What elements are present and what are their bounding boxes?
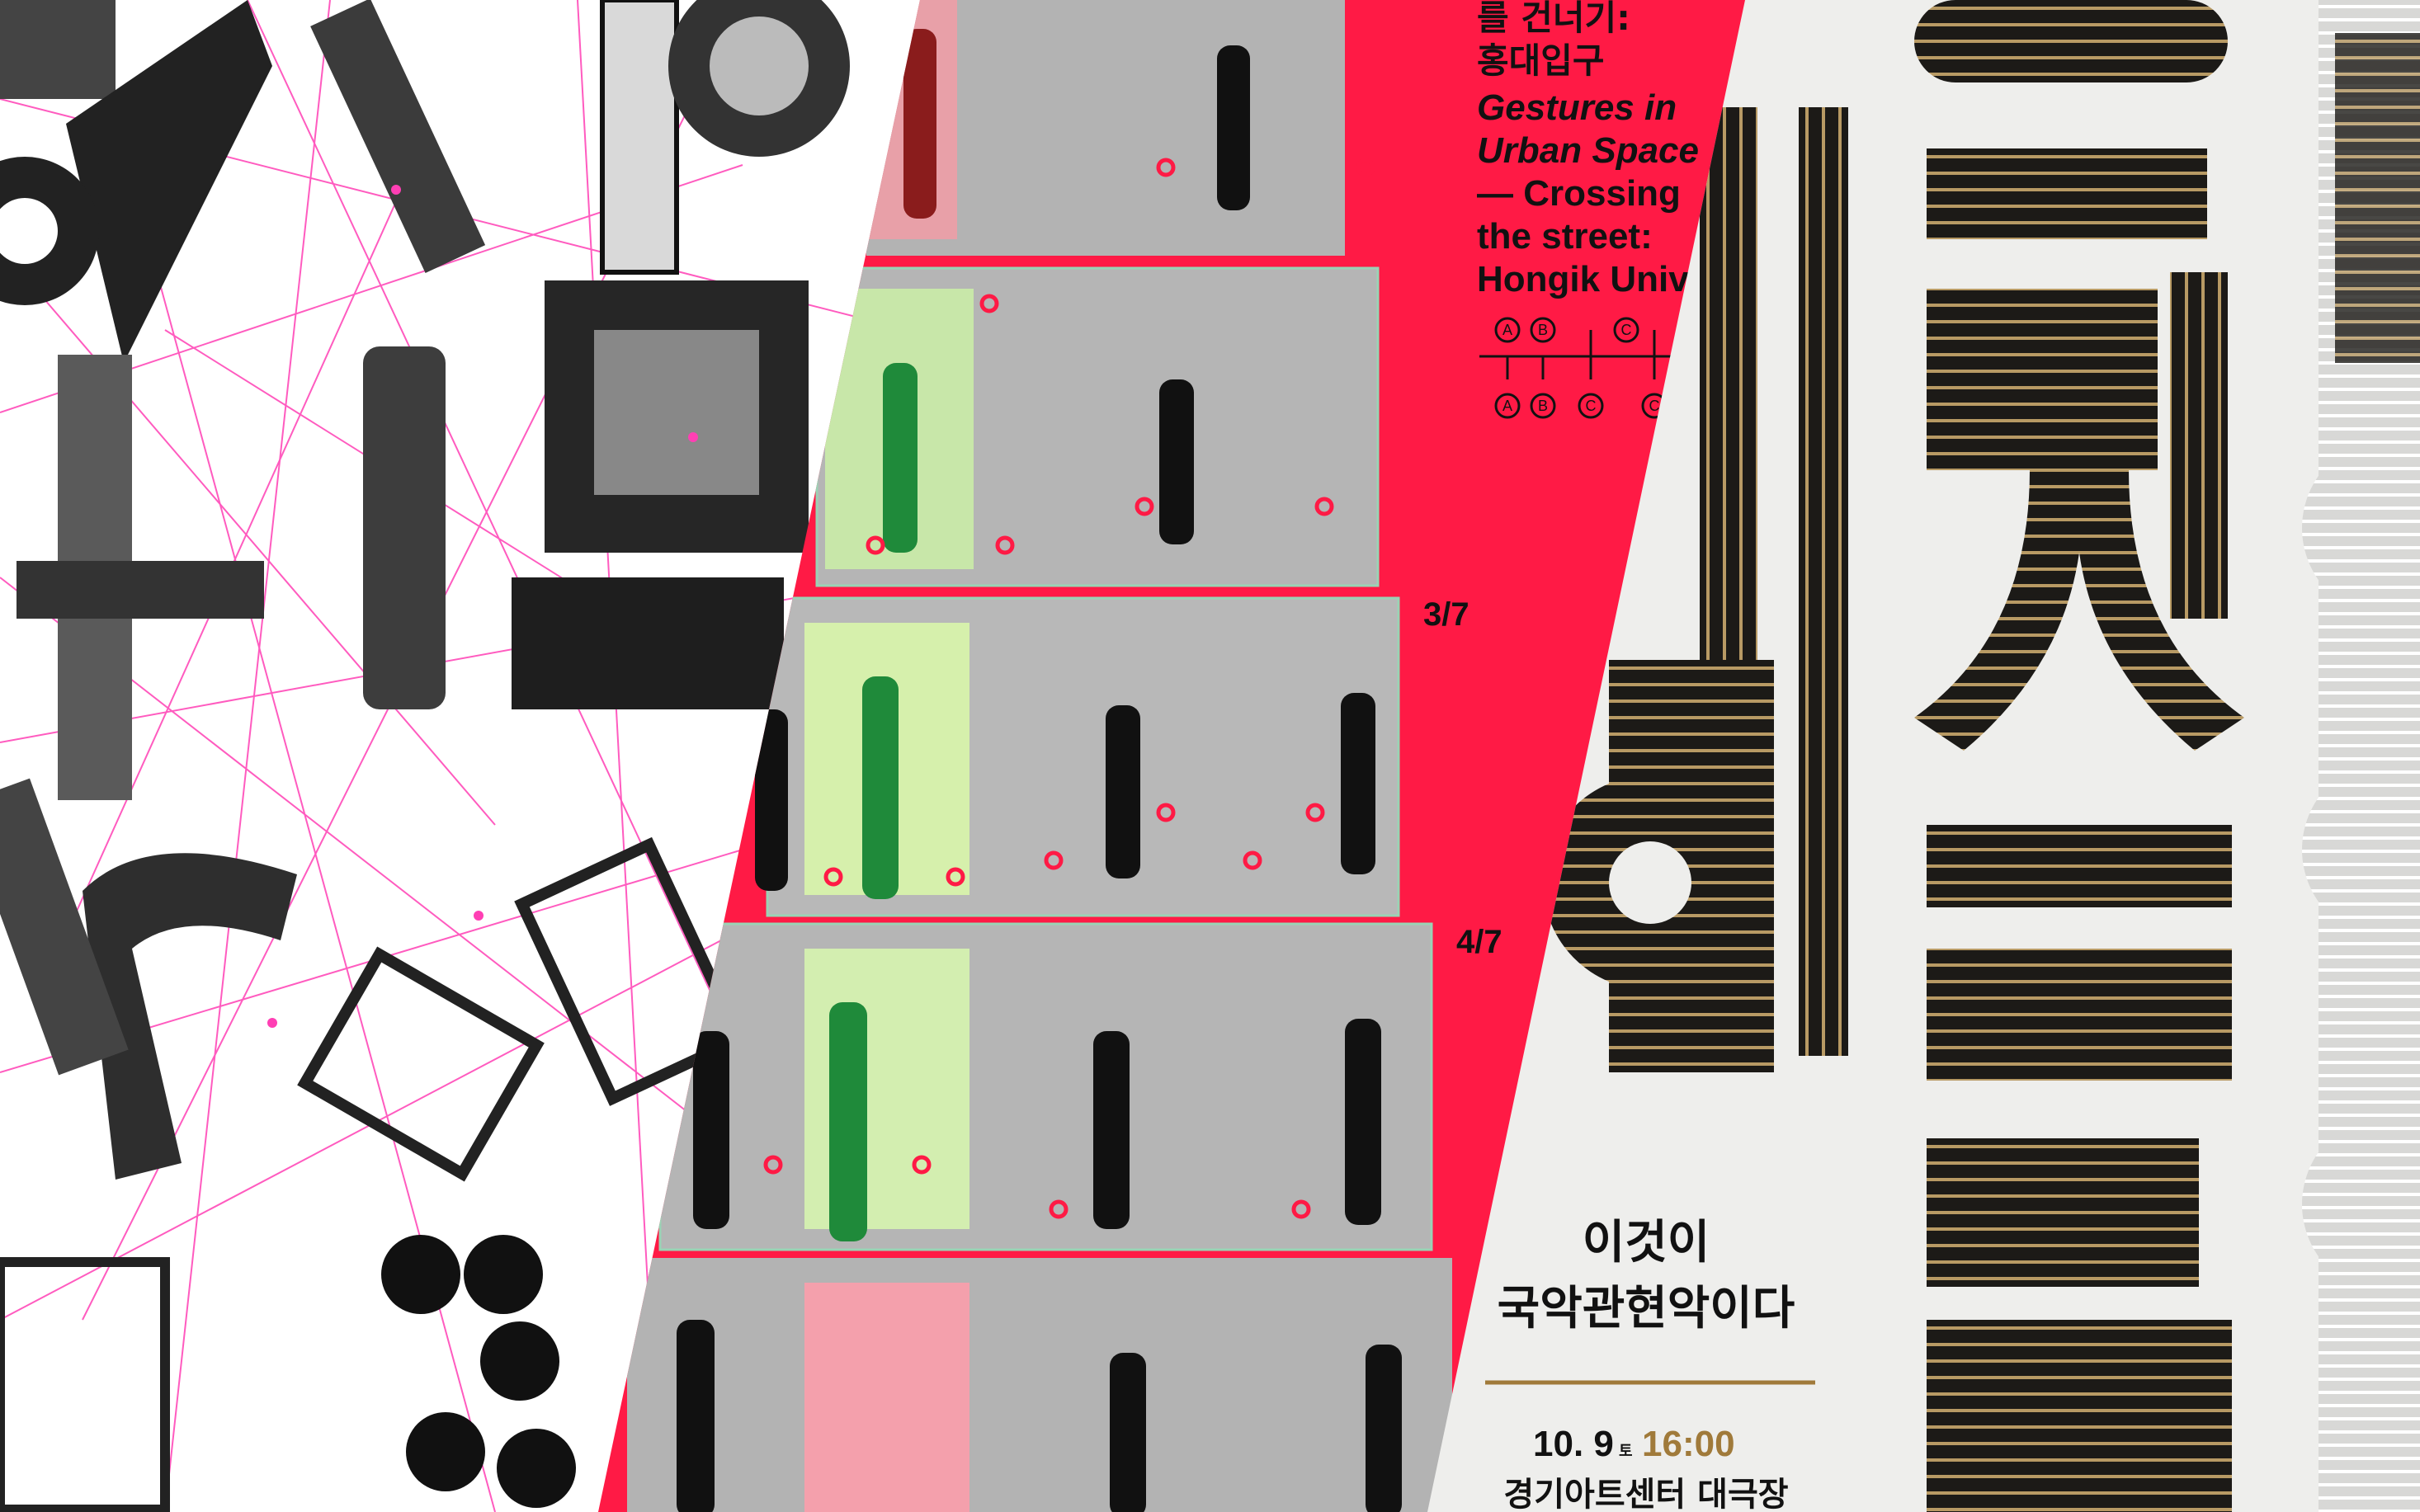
marker-bottom-c: C (1586, 398, 1597, 414)
marker-top-a: A (1502, 322, 1512, 338)
title-line-2: 국악관현악이다 (1498, 1282, 1795, 1335)
subtitle-line-3: Hongik Univ (1477, 259, 1689, 299)
hangul-pattern-letters (1543, 0, 2420, 1512)
gugak-text: 이것이 국악관현악이다 10. 9 토 16:00 경기아트센터 대극장 (1485, 1216, 1815, 1512)
marker-bottom-a: A (1502, 398, 1512, 414)
heading-kr: 홍대입구 (1477, 40, 1605, 81)
concrete-blocks (0, 0, 850, 1512)
heading-kr-top: 를 건너기: (1477, 0, 1630, 38)
frame-4 (658, 922, 1433, 1251)
marker-top-b: B (1538, 322, 1548, 338)
time: 16:00 (1642, 1424, 1735, 1464)
frame-label-3-of-7: 3/7 (1423, 596, 1469, 633)
performers (677, 29, 1402, 1512)
marker-bottom-b: B (1538, 398, 1548, 414)
title-line-1: 이것이 (1583, 1216, 1710, 1269)
weekday: 토 (1619, 1443, 1633, 1460)
frame-5 (627, 1258, 1452, 1512)
title-line-2: Urban Space (1477, 130, 1699, 171)
subtitle-line-2: the street: (1477, 216, 1653, 257)
frame-label-4-of-7: 4/7 (1456, 924, 1502, 960)
marker-top-c: C (1621, 322, 1632, 338)
frame-1 (866, 0, 1345, 256)
middle-poster-text: 를 건너기: 홍대입구 Gestures in Urban Space — Cr… (1423, 0, 1699, 960)
route-diagram: A B C A B C C (1479, 317, 1675, 419)
marker-bottom-c2: C (1649, 398, 1660, 414)
subtitle-line-1: — Crossing (1477, 173, 1681, 214)
frame-3 (766, 596, 1400, 917)
title-line-1: Gestures in (1477, 87, 1677, 128)
date: 10. 9 (1533, 1424, 1614, 1464)
position-markers (763, 158, 1375, 1219)
vanishing-points (267, 185, 698, 1028)
venue: 경기아트센터 대극장 (1503, 1476, 1788, 1512)
